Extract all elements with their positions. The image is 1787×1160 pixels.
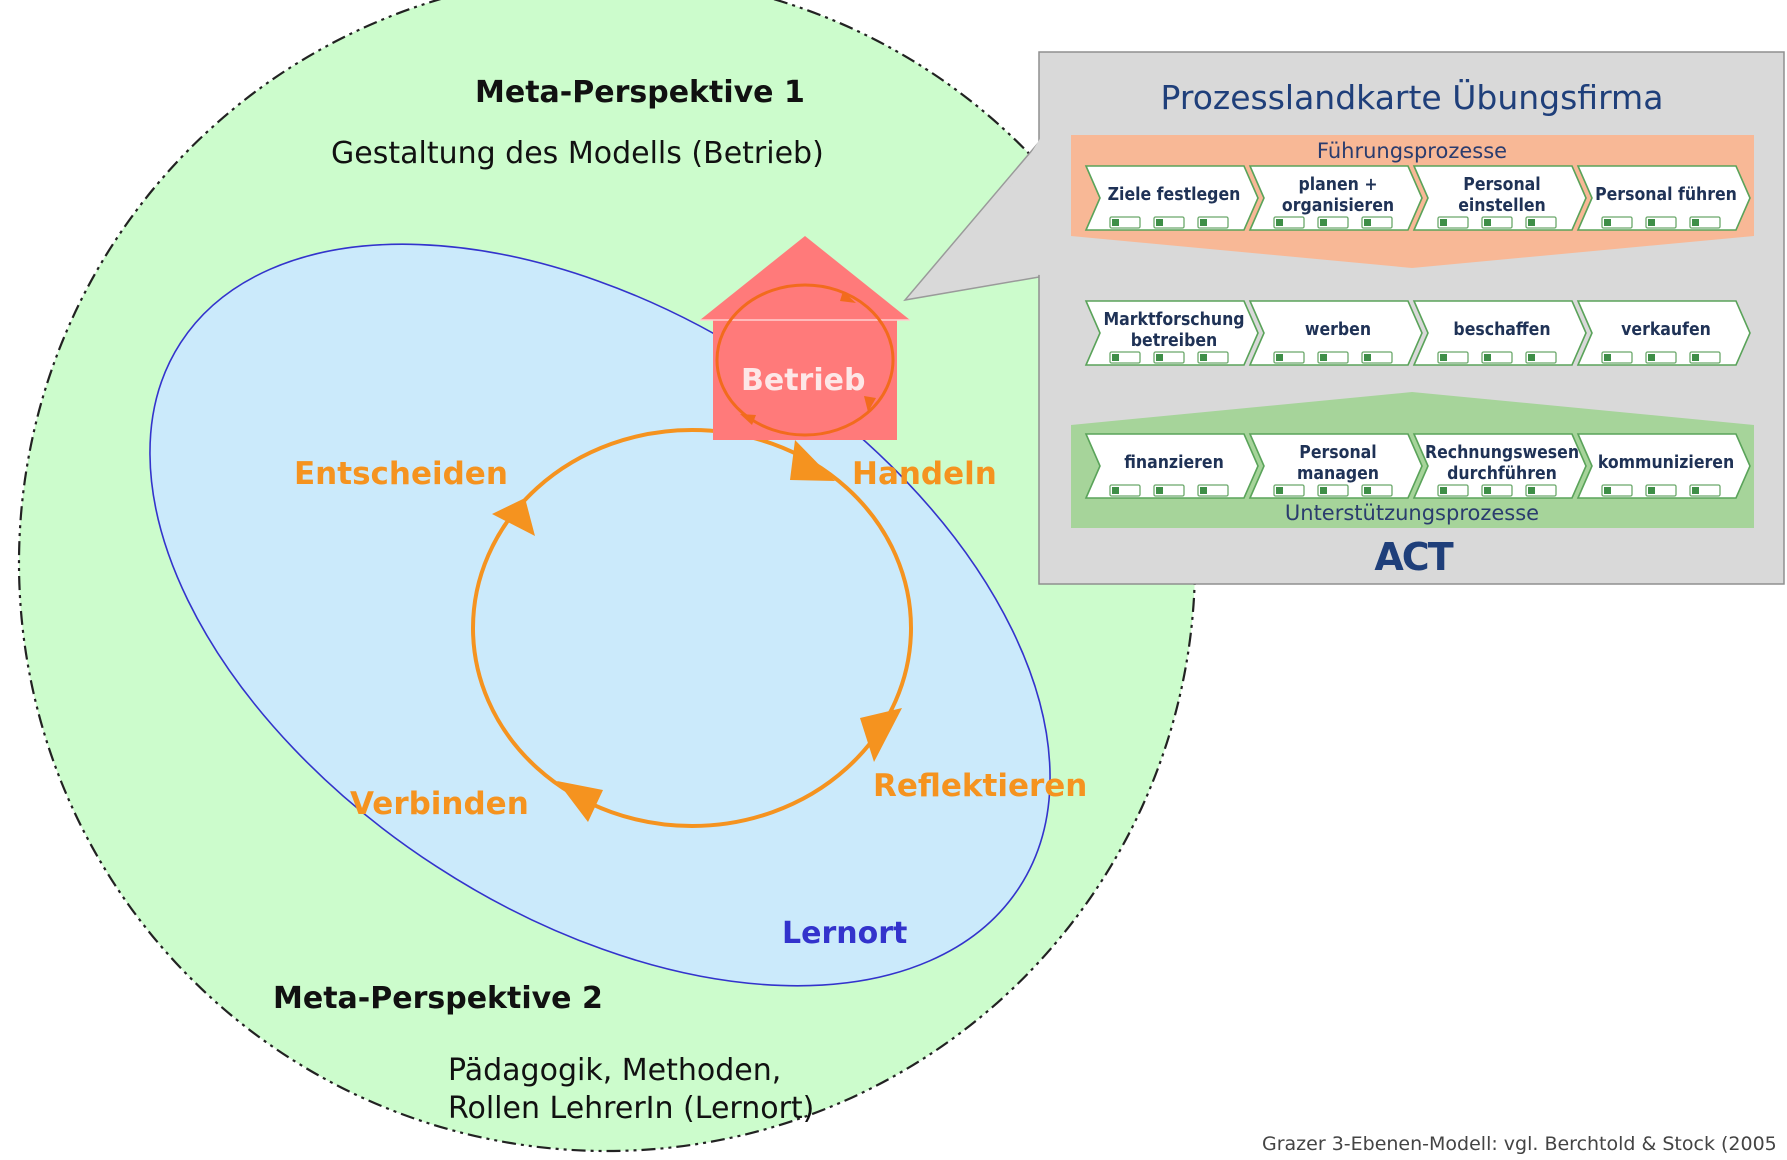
callout-pointer-join	[990, 137, 1041, 275]
lernort-label: Lernort	[782, 916, 907, 951]
process-step-label: Personal führen	[1595, 185, 1737, 205]
step-icon	[1604, 219, 1611, 226]
step-icon	[1528, 354, 1535, 361]
step-icon	[1528, 219, 1535, 226]
meta-perspective-1-subtitle: Gestaltung des Modells (Betrieb)	[331, 136, 824, 171]
step-icon	[1440, 354, 1447, 361]
process-map-title: Prozesslandkarte Übungsfirma	[1161, 77, 1664, 117]
process-step-support-2	[1248, 433, 1423, 499]
betrieb-loop-arrow-3	[740, 414, 756, 425]
process-step-label: beschaffen	[1453, 320, 1550, 340]
learning-cycle	[471, 428, 913, 828]
step-icon	[1200, 487, 1207, 494]
process-step-core-2	[1248, 300, 1423, 366]
source-caption: Grazer 3-Ebenen-Modell: vgl. Berchtold &…	[1262, 1133, 1777, 1155]
step-icon	[1156, 487, 1163, 494]
step-icon	[1320, 487, 1327, 494]
step-icon	[1320, 354, 1327, 361]
step-icon	[1440, 219, 1447, 226]
betrieb-loop	[715, 283, 895, 437]
process-step-label: Personal	[1299, 443, 1376, 463]
process-step-label: durchführen	[1447, 464, 1557, 484]
step-icon	[1648, 219, 1655, 226]
process-step-management-3	[1412, 165, 1587, 231]
step-icon	[1604, 354, 1611, 361]
step-icon	[1692, 219, 1699, 226]
process-step-label: managen	[1297, 464, 1379, 484]
cycle-arrow-top	[790, 440, 835, 481]
process-step-management-1	[1084, 165, 1259, 231]
process-step-support-4	[1576, 433, 1751, 499]
step-icon	[1200, 354, 1207, 361]
support-label: Unterstützungsprozesse	[1285, 501, 1539, 525]
management-label: Führungsprozesse	[1317, 139, 1507, 163]
step-icon	[1364, 354, 1371, 361]
step-icon	[1648, 354, 1655, 361]
step-icon	[1156, 354, 1163, 361]
process-step-label: werben	[1305, 320, 1371, 340]
step-icon	[1528, 487, 1535, 494]
process-step-label: Ziele festlegen	[1108, 185, 1241, 205]
step-icon	[1604, 487, 1611, 494]
betrieb-label: Betrieb	[741, 363, 865, 398]
process-step-label: betreiben	[1131, 331, 1217, 351]
act-logo: ACT	[1374, 535, 1453, 579]
step-icon	[1276, 354, 1283, 361]
process-step-management-2	[1248, 165, 1423, 231]
step-icon	[1692, 487, 1699, 494]
process-step-label: kommunizieren	[1598, 453, 1734, 473]
step-icon	[1112, 219, 1119, 226]
cycle-arrow-left	[492, 498, 535, 536]
process-step-label: Marktforschung	[1103, 310, 1244, 330]
process-step-label: verkaufen	[1621, 320, 1711, 340]
process-step-label: finanzieren	[1124, 453, 1224, 473]
meta-perspective-2-title: Meta-Perspektive 2	[273, 981, 603, 1016]
step-icon	[1692, 354, 1699, 361]
process-step-label: Rechnungswesen	[1425, 443, 1579, 463]
step-icon	[1364, 487, 1371, 494]
process-step-core-3	[1412, 300, 1587, 366]
step-icon	[1156, 219, 1163, 226]
meta-perspective-1-title: Meta-Perspektive 1	[475, 75, 805, 110]
cycle-label-verbinden: Verbinden	[350, 786, 529, 822]
house-body	[713, 320, 897, 440]
cycle-label-reflektieren: Reflektieren	[873, 768, 1087, 804]
cycle-label-handeln: Handeln	[852, 456, 997, 492]
process-step-support-1	[1084, 433, 1259, 499]
process-step-core-4	[1576, 300, 1751, 366]
step-icon	[1484, 219, 1491, 226]
process-step-core-1	[1084, 300, 1259, 366]
process-step-support-3	[1412, 433, 1587, 499]
betrieb-loop-arrow-1	[840, 291, 856, 303]
process-map: Prozesslandkarte Übungsfirma Führungspro…	[1071, 77, 1754, 579]
step-icon	[1648, 487, 1655, 494]
cycle-label-entscheiden: Entscheiden	[294, 456, 508, 492]
step-icon	[1276, 487, 1283, 494]
step-icon	[1484, 487, 1491, 494]
step-icon	[1276, 219, 1283, 226]
meta-perspective-2-line1: Pädagogik, Methoden,	[448, 1053, 781, 1088]
cycle-arrow-right	[860, 708, 902, 762]
step-icon	[1364, 219, 1371, 226]
step-icon	[1440, 487, 1447, 494]
step-icon	[1200, 219, 1207, 226]
betrieb-loop-arrow-2	[864, 396, 876, 412]
step-icon	[1484, 354, 1491, 361]
meta-perspective-2-line2: Rollen LehrerIn (Lernort)	[448, 1091, 814, 1126]
process-step-label: planen +	[1298, 175, 1377, 195]
process-step-label: Personal	[1463, 175, 1540, 195]
process-step-label: organisieren	[1282, 196, 1394, 216]
process-step-label: einstellen	[1458, 196, 1546, 216]
cycle-arrow-bottom	[557, 781, 603, 822]
process-step-management-4	[1576, 165, 1751, 231]
step-icon	[1112, 487, 1119, 494]
step-icon	[1320, 219, 1327, 226]
step-icon	[1112, 354, 1119, 361]
betrieb-house: Betrieb	[700, 236, 910, 440]
